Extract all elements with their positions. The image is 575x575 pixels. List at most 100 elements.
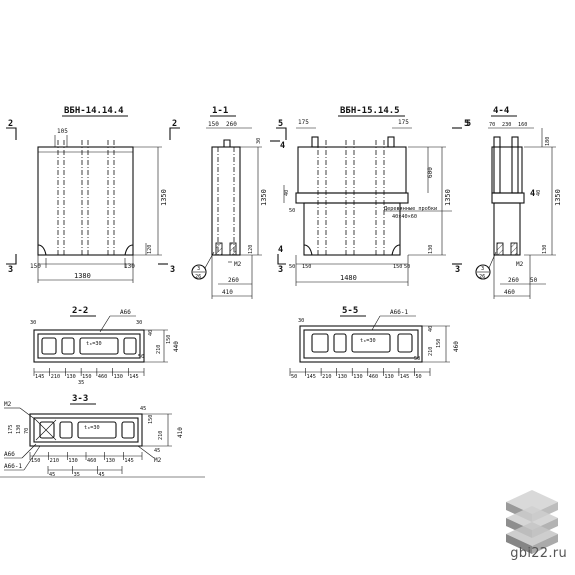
sec5-right-5-dim: 50 (414, 356, 420, 362)
sec1-top-height-dim: 30 (256, 138, 262, 144)
sec4-top-c-dim: 160 (518, 122, 527, 128)
section-5-title: 5-5 (342, 306, 358, 316)
sec3-bottom-dim-2: 130 (68, 458, 77, 464)
sec3-right-2-dim: 210 (158, 431, 164, 440)
section-2-title: 2-2 (72, 306, 88, 316)
sec1-top-left-dim: 150 (208, 121, 219, 128)
sec3-right-4-dim: 410 (177, 427, 184, 438)
sec3-left-1-dim: 175 (8, 425, 14, 434)
cut-mark-3-left: 3 (8, 265, 13, 275)
cut-mark-3-view-b-left: 3 (278, 265, 283, 275)
view-a-foot-dim: 120 (147, 245, 153, 254)
sec5-void-note: t₀=30 (360, 338, 376, 344)
sec3-bottom-dim-4: 130 (106, 458, 115, 464)
sec3-top-dim: 45 (140, 406, 146, 412)
sec3-embedded-top: М2 (4, 401, 12, 408)
sec2-void-note: t₀=30 (86, 341, 102, 347)
view-b-width-dim: 1480 (340, 274, 357, 282)
section-4-4: 4-4 70 230 160 1350 180 40 130 5 4 3 26 … (464, 106, 562, 299)
sec1-callout-circle (191, 264, 207, 280)
sec4-callout-number: 3 (481, 266, 484, 272)
sec2-bottom-dim-0: 145 (35, 374, 44, 380)
view-a-body (37, 146, 134, 256)
sec2-right-5-dim: 50 (138, 354, 144, 360)
sec5-top-dim: 30 (298, 318, 304, 324)
view-b-right-a-dim: 150 (393, 264, 402, 270)
view-a-height-dim: 1350 (160, 189, 168, 206)
sec5-bottom-dim-7: 145 (400, 374, 409, 380)
view-b-shelf (295, 192, 409, 204)
view-b-upper-dim: 600 (427, 167, 434, 178)
sec2-right-1-dim: 40 (148, 330, 154, 336)
view-b-height-dim: 1350 (444, 189, 452, 206)
stacked-slabs-icon (506, 490, 558, 554)
sec2-right-2-dim: 440 (173, 341, 180, 352)
section-1-title: 1-1 (212, 106, 228, 116)
sec3-left-2-dim: 130 (16, 425, 22, 434)
sec2-bottom-dim-3: 150 (82, 374, 91, 380)
view-a: ВБН-14.14.4 2 2 105 1350 120 15 (6, 106, 180, 283)
sec4-top-b-dim: 230 (502, 122, 511, 128)
sec1-base-b-dim: 410 (222, 289, 233, 296)
cut-mark-4-sec4: 4 (530, 189, 535, 199)
sec4-lower-body (493, 202, 521, 256)
site-watermark: gbi22.ru (510, 546, 567, 561)
sec4-top-height-dim: 180 (545, 137, 551, 146)
sec1-body (211, 146, 241, 256)
sec3-rebar-a: А6б (4, 451, 15, 458)
view-b-left-b-dim: 150 (302, 264, 311, 270)
view-b-upper-body (297, 146, 407, 194)
sec4-callout-sheet: 26 (479, 274, 485, 280)
sec3-sub-dim-2: 45 (98, 472, 104, 478)
view-a-width-dim: 1380 (74, 272, 91, 280)
sec2-bottom-dim-2: 130 (66, 374, 75, 380)
sec2-right-3-dim: 150 (166, 335, 172, 344)
view-b-left-a-dim: 50 (289, 264, 295, 270)
sec1-embedded-part: М2 (234, 261, 242, 268)
section-3-3: 3-3 М2 45 t₀=30 175 130 70 150 210 45 41… (0, 394, 205, 478)
view-b-foot-dim: 130 (428, 245, 434, 254)
sec5-right-4-dim: 460 (453, 341, 460, 352)
sec5-bottom-dim-4: 130 (353, 374, 362, 380)
sec2-right-4-dim: 210 (156, 345, 162, 354)
sec4-base-c-dim: 460 (504, 289, 515, 296)
cut-mark-2-right: 2 (172, 119, 177, 129)
sec5-right-3-dim: 210 (428, 347, 434, 356)
view-b-shelf-dim: 50 (289, 208, 295, 214)
sec5-bottom-dim-6: 130 (384, 374, 393, 380)
sec2-bottom-dim-6: 145 (129, 374, 138, 380)
sec2-top-left-dim: 30 (30, 320, 36, 326)
sec1-top-right-dim: 260 (226, 121, 237, 128)
sec1-callout-sheet: 26 (195, 274, 201, 280)
view-a-title: ВБН-14.14.4 (64, 106, 124, 116)
sec4-foot-dim: 130 (542, 245, 548, 254)
sec5-outline (299, 325, 423, 363)
sec4-top-a-dim: 70 (489, 122, 495, 128)
sec2-outline (33, 329, 145, 363)
section-4-title: 4-4 (493, 106, 510, 116)
sec4-base-b-dim: 50 (530, 277, 538, 284)
sec3-left-3-dim: 70 (24, 428, 30, 434)
sec2-top-right-dim: 30 (136, 320, 142, 326)
sec1-foot-dim: 120 (248, 245, 254, 254)
sec2-bottom-dim-4: 460 (98, 374, 107, 380)
sec5-bottom-dim-8: 50 (415, 374, 421, 380)
cut-mark-4-lower: 4 (278, 245, 283, 255)
sec5-rebar-mark: А6б-1 (390, 309, 408, 316)
sec5-bottom-dim-5: 460 (369, 374, 378, 380)
sec3-outline (29, 413, 143, 447)
sec4-height-dim: 1350 (554, 189, 562, 206)
view-b-right-b-dim: 50 (404, 264, 410, 270)
view-b: ВБН-15.14.5 5 5 175 175 40 50 1350 (276, 106, 471, 286)
sec4-embedded-part: М2 (516, 261, 524, 268)
sec5-bottom-dim-1: 145 (307, 374, 316, 380)
cut-mark-4-upper: 4 (280, 141, 285, 151)
sec3-rebar-b: А6б-1 (4, 463, 22, 470)
view-a-side-dim: 150 (30, 263, 41, 270)
view-b-note-plugs: Деревянные пробки (384, 205, 437, 212)
sec1-height-dim: 1350 (260, 189, 268, 206)
sec4-callout-circle (475, 264, 491, 280)
sec5-right-2-dim: 150 (436, 339, 442, 348)
